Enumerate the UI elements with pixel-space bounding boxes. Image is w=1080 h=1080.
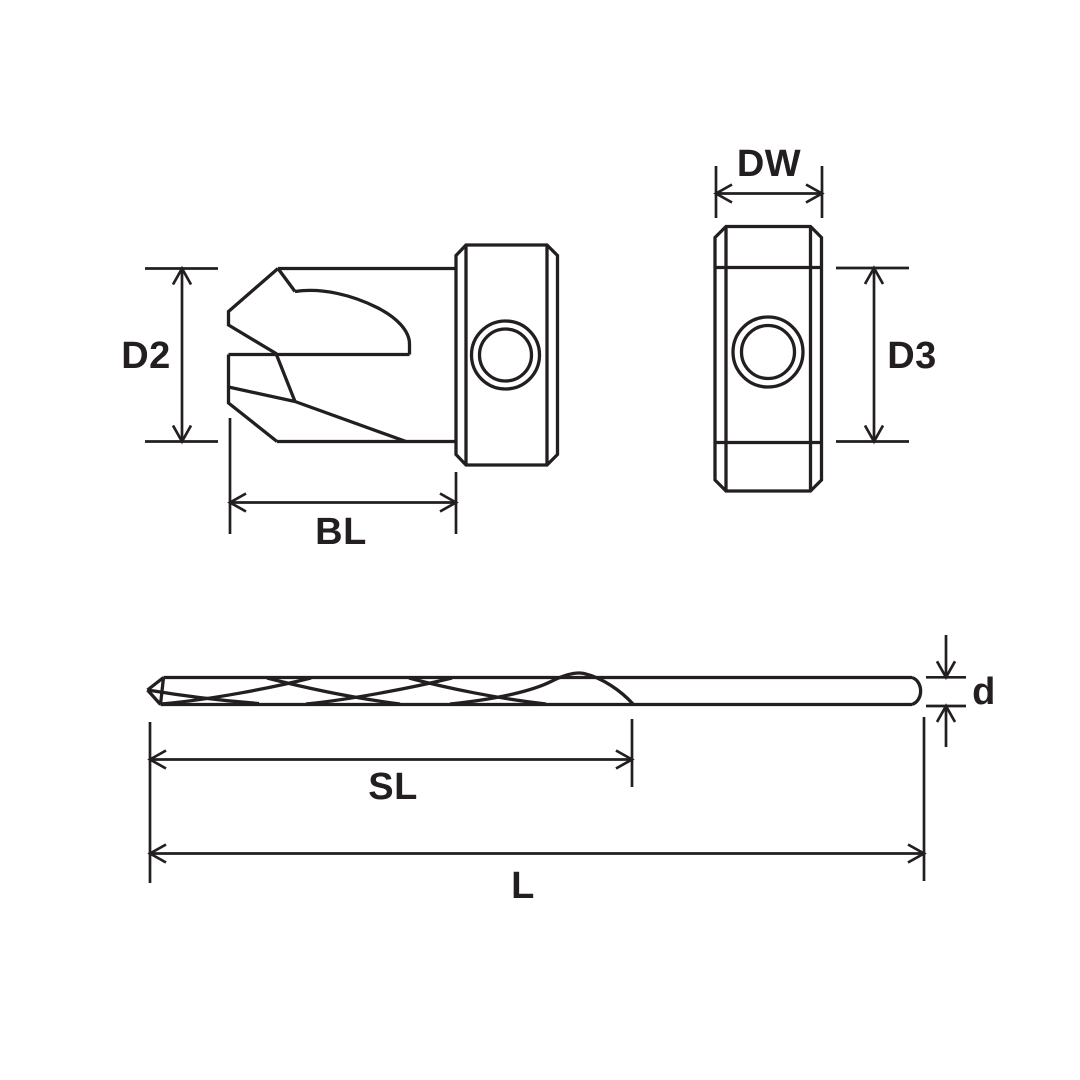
end-view-hole-inner <box>739 323 797 381</box>
lower-front-edge <box>226 354 279 443</box>
drill-bit-side-view <box>146 671 923 707</box>
dim-label-dw: DW <box>737 143 801 185</box>
dim-label-bl: BL <box>315 511 367 553</box>
dimension-dw: DW <box>713 143 825 218</box>
set-screw-hole-inner <box>477 327 534 383</box>
flute-runout-lobe <box>449 671 635 706</box>
flute-helix-1 <box>160 676 312 706</box>
dim-label-d: d <box>972 671 996 713</box>
lower-flute-diagonal <box>294 399 407 444</box>
shank-end-cap <box>911 675 923 707</box>
upper-flute-edge <box>226 267 297 403</box>
flute-helix-4 <box>408 676 547 706</box>
tip-bottom-facet <box>146 688 162 706</box>
tip-top-facet <box>146 676 165 692</box>
dimension-d: d <box>926 635 996 747</box>
countersink-side-view <box>226 243 560 467</box>
lower-lip-edge <box>228 385 296 404</box>
dimension-d2: D2 <box>121 265 218 445</box>
dim-label-sl: SL <box>368 766 418 808</box>
dimension-d3: D3 <box>836 265 937 445</box>
countersink-end-view <box>713 224 824 493</box>
dim-label-l: L <box>511 865 535 907</box>
dim-label-d2: D2 <box>121 335 171 377</box>
dimension-sl: SL <box>147 719 635 883</box>
dimension-l: L <box>147 717 927 907</box>
cutting-lip-edge <box>276 267 297 293</box>
upper-flute-curve <box>294 288 412 355</box>
flute-helix-2 <box>266 676 401 706</box>
set-screw-hole-outer <box>469 319 542 391</box>
flute-helix-3 <box>305 676 453 706</box>
dim-label-d3: D3 <box>887 335 937 377</box>
end-view-hole-outer <box>731 315 805 389</box>
dimension-bl: BL <box>227 418 459 553</box>
